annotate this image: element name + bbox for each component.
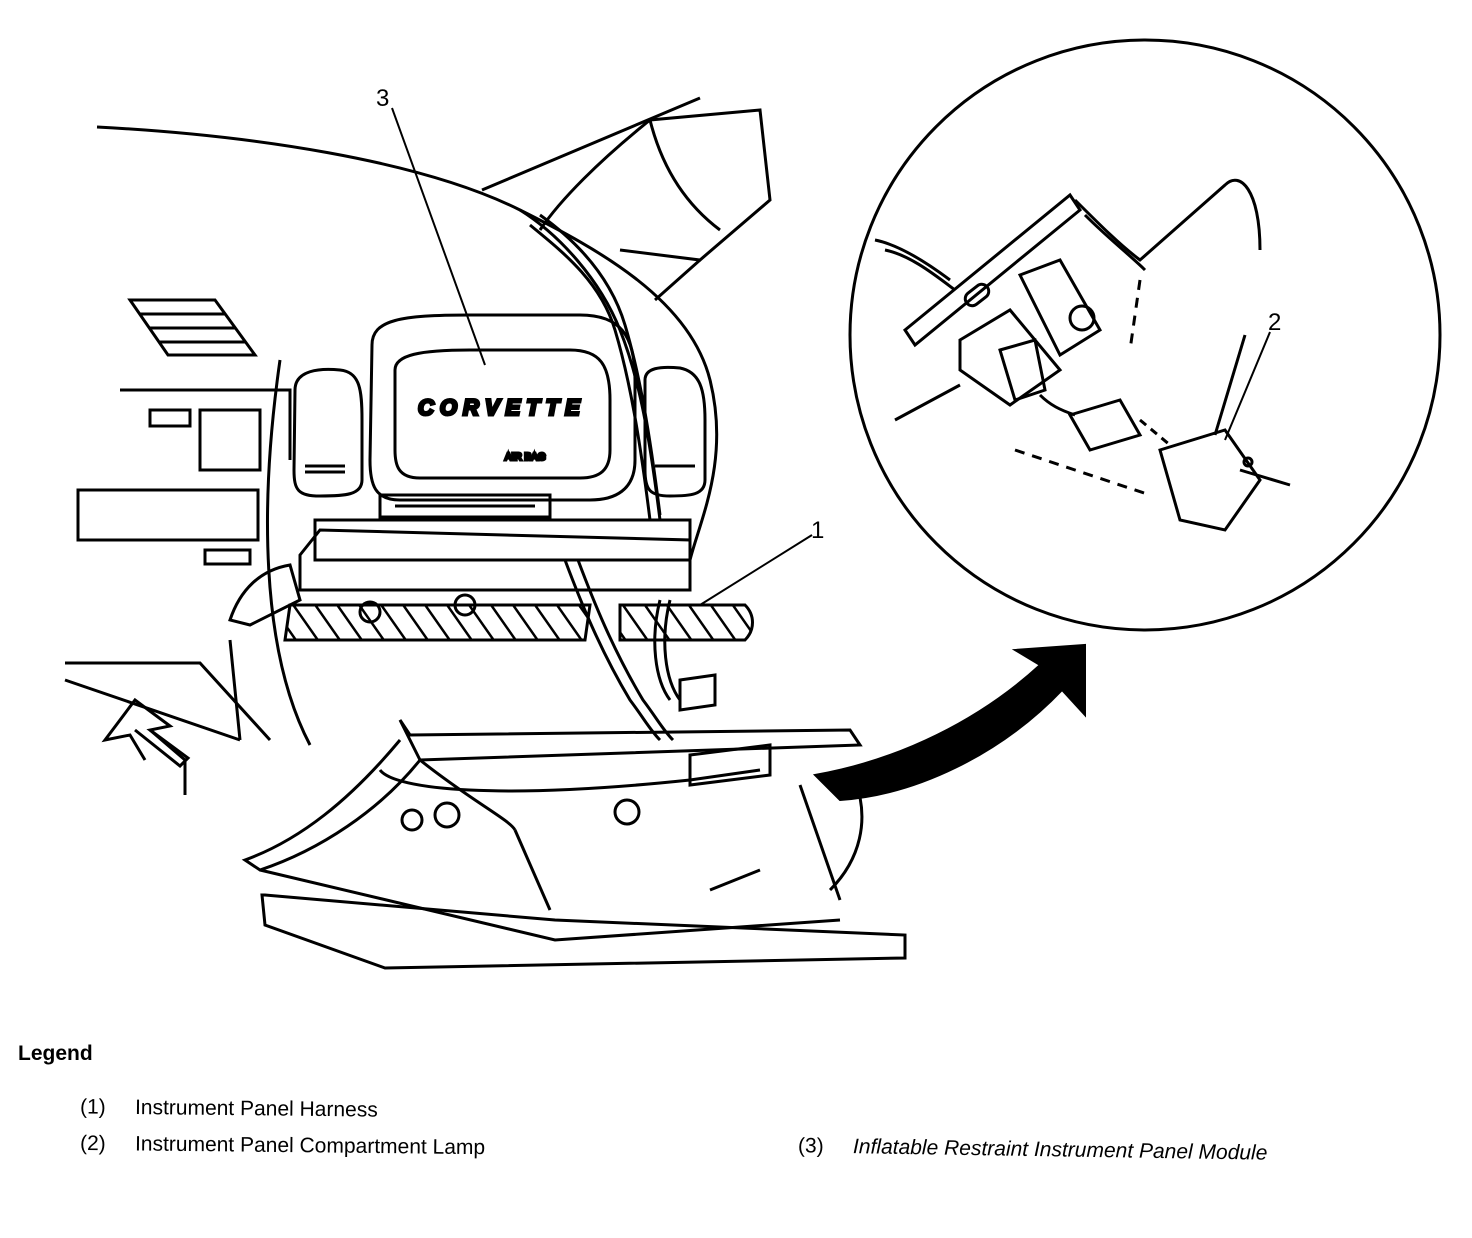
detail-view	[848, 38, 1442, 632]
airbag-small-text: AIR BAG	[505, 452, 546, 463]
legend-item-number: (2)	[79, 1131, 106, 1156]
detail-arrow	[812, 643, 1086, 802]
legend-item-text: Inflatable Restraint Instrument Panel Mo…	[852, 1135, 1268, 1165]
legend-item-number: (3)	[797, 1134, 824, 1158]
legend-item-text: Instrument Panel Compartment Lamp	[134, 1132, 486, 1160]
dashboard-outline	[64, 96, 772, 746]
airbag-brand-text: CORVETTE	[418, 395, 586, 420]
legend-item-3: (3) Inflatable Restraint Instrument Panel…	[798, 1134, 1268, 1165]
callout-3: 3	[376, 85, 389, 112]
callout-leaders	[391, 107, 1271, 606]
legend-item-2: (2) Instrument Panel Compartment Lamp	[80, 1132, 485, 1160]
vent-pods	[292, 365, 707, 498]
instrument-panel-diagram: CORVETTE AIR BAG	[64, 38, 1442, 970]
direction-arrow	[101, 697, 191, 795]
mounting-bracket	[228, 518, 754, 642]
callout-2: 2	[1268, 309, 1281, 336]
legend-item-1: (1) Instrument Panel Harness	[80, 1095, 378, 1122]
airbag-module: CORVETTE AIR BAG	[368, 313, 637, 519]
legend-item-text: Instrument Panel Harness	[134, 1096, 378, 1122]
callout-1: 1	[811, 517, 824, 544]
legend-title: Legend	[18, 1042, 93, 1065]
harness-wires	[529, 213, 682, 742]
legend-item-number: (1)	[79, 1095, 106, 1119]
glove-box	[241, 673, 907, 970]
